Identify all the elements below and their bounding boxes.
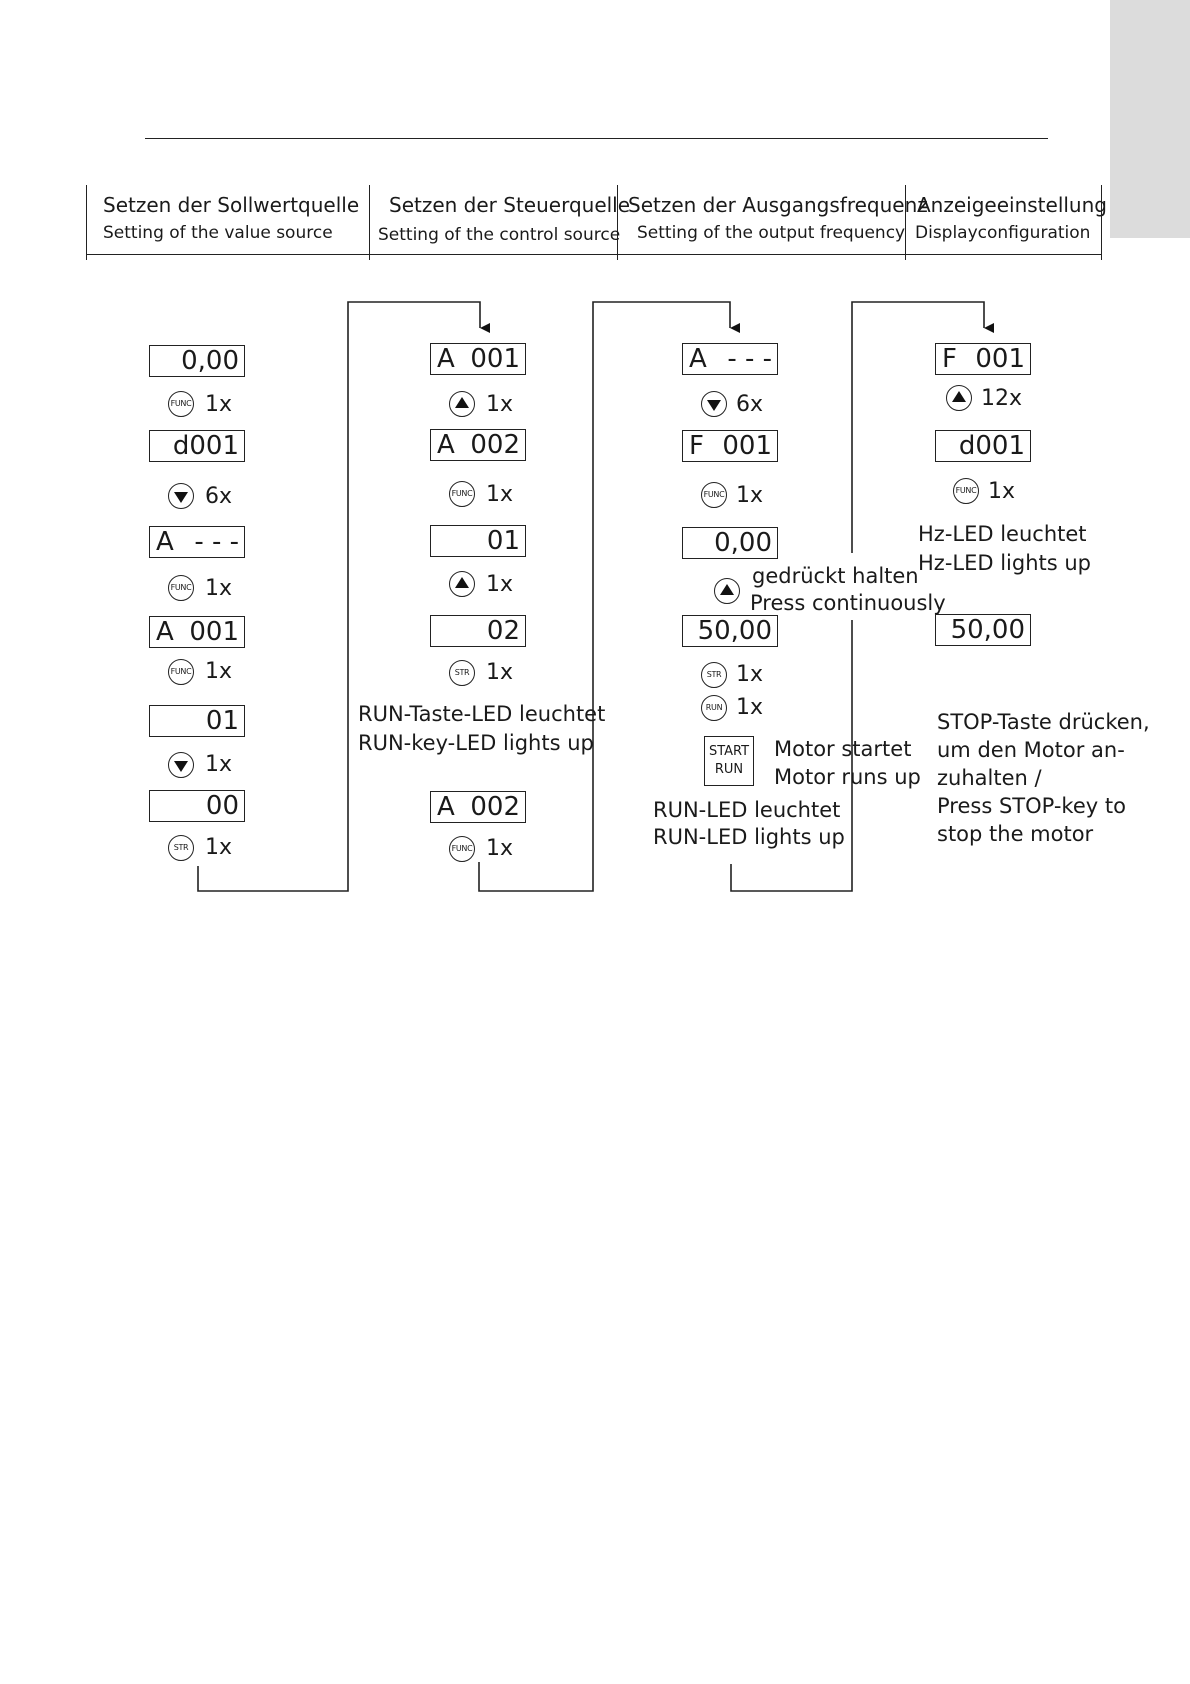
press-count: 1x [486,482,514,507]
press-count: 1x [486,660,514,685]
display-box: 01 [430,525,526,557]
header-col2-de: Setzen der Steuerquelle [389,193,631,217]
page-side-tab [1110,0,1190,238]
press-count: 1x [205,659,233,684]
func-key-icon: FUNC [701,482,727,508]
connector-col2-col3 [478,301,740,892]
top-rule [145,138,1048,139]
display-box: A- - - [682,343,778,375]
header-col2-en: Setting of the control source [378,225,621,245]
press-count: 1x [736,662,764,687]
display-box: 0,00 [682,527,778,559]
func-key-icon: FUNC [168,659,194,685]
hz-led-note-en: Hz-LED lights up [918,551,1092,575]
press-count: 1x [205,576,233,601]
press-count: 1x [486,836,514,861]
down-arrow-key-icon [168,483,194,509]
press-count: 1x [486,392,514,417]
connector-col1-col2 [197,301,490,892]
stop-note-line: um den Motor an- [937,738,1125,762]
display-box: d001 [935,430,1031,462]
func-key-icon: FUNC [953,478,979,504]
down-arrow-key-icon [701,391,727,417]
stop-note-line: zuhalten / [937,766,1042,790]
up-arrow-key-icon [714,578,740,604]
motor-starts-note-en: Motor runs up [774,765,921,789]
str-key-icon: STR [449,660,475,686]
header-divider [905,185,906,260]
press-count: 1x [988,479,1016,504]
header-bottom-rule [86,254,1102,255]
start-label: START [708,744,750,759]
up-arrow-key-icon [449,571,475,597]
header-col4-de: Anzeigeeinstellung [917,193,1107,217]
stop-note-line: Press STOP-key to [937,794,1126,818]
up-arrow-key-icon [449,391,475,417]
header-divider [369,185,370,260]
run-key-led-note-en: RUN-key-LED lights up [358,731,594,755]
header-divider [617,185,618,260]
display-box: 0,00 [149,345,245,377]
display-box: 01 [149,705,245,737]
press-continuously-note-en: Press continuously [750,591,946,615]
func-key-icon: FUNC [449,836,475,862]
header-divider [86,185,87,260]
motor-starts-note-de: Motor startet [774,737,912,761]
run-key-led-note-de: RUN-Taste-LED leuchtet [358,702,606,726]
run-led-note-de: RUN-LED leuchtet [653,798,841,822]
up-arrow-key-icon [946,385,972,411]
header-col1-en: Setting of the value source [103,223,333,243]
display-box: 50,00 [935,614,1031,646]
stop-note-line: STOP-Taste drücken, [937,710,1150,734]
display-box: d001 [149,430,245,462]
display-box: 02 [430,615,526,647]
header-col3-en: Setting of the output frequency [637,223,906,243]
press-count: 1x [205,752,233,777]
connector-col3-col4-upper [851,301,994,553]
press-count: 1x [736,483,764,508]
header-col1-de: Setzen der Sollwertquelle [103,193,360,217]
press-continuously-note-de: gedrückt halten [752,564,919,588]
func-key-icon: FUNC [168,391,194,417]
start-run-key-icon: START RUN [704,736,754,786]
header-col4-en: Displayconfiguration [915,223,1091,243]
down-arrow-key-icon [168,752,194,778]
run-led-note-en: RUN-LED lights up [653,825,845,849]
stop-note-line: stop the motor [937,822,1094,846]
run-label: RUN [714,762,744,777]
press-count: 1x [205,835,233,860]
display-box: A- - - [149,526,245,558]
press-count: 1x [486,572,514,597]
display-box: 50,00 [682,615,778,647]
run-key-icon: RUN [701,695,727,721]
display-box: 00 [149,790,245,822]
str-key-icon: STR [701,662,727,688]
header-divider [1101,185,1102,260]
press-count: 6x [736,392,764,417]
hz-led-note-de: Hz-LED leuchtet [918,522,1087,546]
press-count: 12x [981,386,1023,411]
connector-col3-col4 [730,620,853,892]
press-count: 1x [736,695,764,720]
str-key-icon: STR [168,835,194,861]
press-count: 1x [205,392,233,417]
func-key-icon: FUNC [449,481,475,507]
press-count: 6x [205,484,233,509]
header-col3-de: Setzen der Ausgangsfrequenz [628,193,928,217]
func-key-icon: FUNC [168,575,194,601]
